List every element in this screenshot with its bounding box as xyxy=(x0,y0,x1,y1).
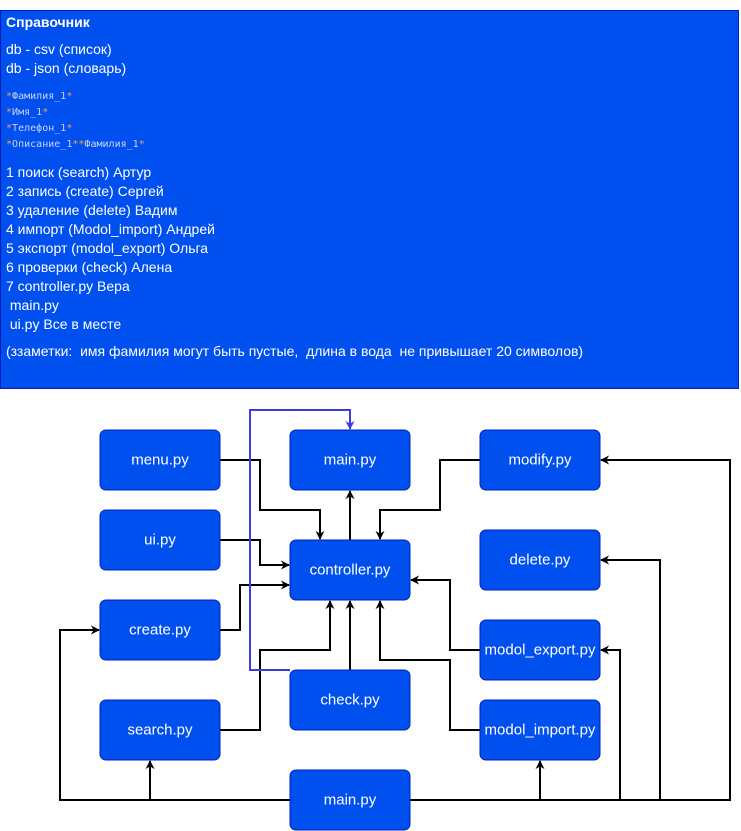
field-surname: *Фамилия_1* xyxy=(6,89,733,105)
field-phone-value: *Телефон_1* xyxy=(6,123,73,134)
field-surname-value: *Фамилия_1* xyxy=(6,91,73,102)
node-controller[interactable]: controller.py xyxy=(289,539,411,601)
task-item: 3 удаление (delete) Вадим xyxy=(6,202,178,218)
node-modify-box xyxy=(479,429,601,491)
node-delete-label: delete.py xyxy=(510,552,571,569)
node-create[interactable]: create.py xyxy=(99,599,221,661)
node-menu-box xyxy=(99,429,221,491)
field-phone: *Телефон_1* xyxy=(6,121,733,137)
edge-check-to-main-top xyxy=(249,409,355,671)
node-main-bottom-box xyxy=(289,769,411,831)
node-modify[interactable]: modify.py xyxy=(479,429,601,491)
node-main-bottom[interactable]: main.py xyxy=(289,769,411,831)
task-item: main.py xyxy=(6,297,59,313)
field-name-value: *Имя_1* xyxy=(6,107,49,118)
node-check-box xyxy=(289,669,411,731)
field-description: *Описание_1**Фамилия_1* xyxy=(6,137,733,153)
db-formats: db - csv (список) db - json (словарь) xyxy=(6,40,733,78)
db-line-json: db - json (словарь) xyxy=(6,60,127,76)
node-search-box xyxy=(99,699,221,761)
edge-main-bottom-to-search xyxy=(145,760,290,801)
task-item: 1 поиск (search) Артур xyxy=(6,164,152,180)
field-description-surname: *Фамилия_1* xyxy=(78,139,145,150)
node-import-label: modol_import.py xyxy=(485,722,596,739)
field-description-value: *Описание_1* xyxy=(6,139,79,150)
edge-import-to-controller xyxy=(375,600,480,731)
node-check[interactable]: check.py xyxy=(289,669,411,731)
node-export-box xyxy=(479,619,601,681)
node-ui-box xyxy=(99,509,221,571)
node-search[interactable]: search.py xyxy=(99,699,221,761)
node-search-label: search.py xyxy=(127,722,193,739)
node-menu-label: menu.py xyxy=(131,452,189,469)
note-title: Справочник xyxy=(6,14,90,30)
record-fields: *Фамилия_1* *Имя_1* *Телефон_1* *Описани… xyxy=(6,89,733,153)
node-export[interactable]: modol_export.py xyxy=(479,619,601,681)
node-controller-box xyxy=(289,539,411,601)
remark-text: (ззаметки: имя фамилия могут быть пустые… xyxy=(6,343,584,359)
task-item: 5 экспорт (modol_export) Ольга xyxy=(6,240,209,256)
field-name: *Имя_1* xyxy=(6,105,733,121)
node-menu[interactable]: menu.py xyxy=(99,429,221,491)
edge-main-bottom-to-import xyxy=(410,760,545,801)
node-main-top-box xyxy=(289,429,411,491)
edge-search-to-controller xyxy=(220,600,335,731)
node-import-box xyxy=(479,699,601,761)
node-ui[interactable]: ui.py xyxy=(99,509,221,571)
db-line-csv: db - csv (список) xyxy=(6,41,112,57)
node-modify-label: modify.py xyxy=(508,452,572,469)
task-item: ui.py Все в месте xyxy=(6,316,122,332)
node-export-label: modol_export.py xyxy=(485,642,596,659)
task-item: 2 запись (create) Сергей xyxy=(6,183,164,199)
task-item: 7 controller.py Вера xyxy=(6,278,130,294)
node-main-bottom-label: main.py xyxy=(324,792,377,809)
node-create-box xyxy=(99,599,221,661)
node-ui-label: ui.py xyxy=(144,532,176,549)
edge-ui-to-controller xyxy=(220,539,290,570)
node-create-label: create.py xyxy=(129,622,191,639)
node-check-label: check.py xyxy=(320,692,380,709)
node-main-top[interactable]: main.py xyxy=(289,429,411,491)
edge-create-to-controller xyxy=(220,580,290,631)
node-import[interactable]: modol_import.py xyxy=(479,699,601,761)
edge-modify-to-controller xyxy=(375,459,480,540)
reference-note: Справочник db - csv (список) db - json (… xyxy=(0,10,739,389)
edge-menu-to-controller xyxy=(220,459,325,540)
edge-export-to-controller xyxy=(410,575,480,651)
task-item: 4 импорт (Modol_import) Андрей xyxy=(6,221,215,237)
edge-main-bottom-to-modify xyxy=(410,455,731,801)
task-item: 6 проверки (check) Алена xyxy=(6,259,173,275)
node-main-top-label: main.py xyxy=(324,452,377,469)
node-delete[interactable]: delete.py xyxy=(479,529,601,591)
node-controller-label: controller.py xyxy=(310,562,391,579)
node-delete-box xyxy=(479,529,601,591)
task-list: 1 поиск (search) Артур 2 запись (create)… xyxy=(6,163,733,334)
